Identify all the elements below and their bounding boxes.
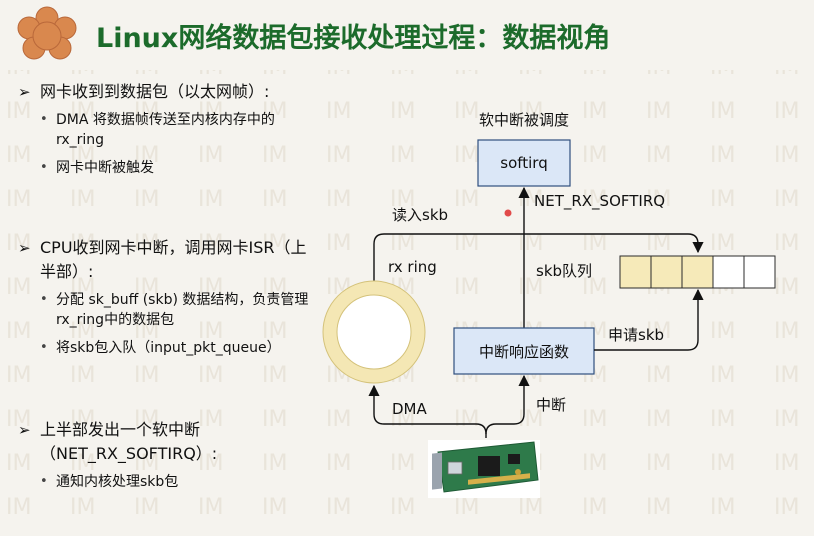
bullet-text: CPU收到网卡中断，调用网卡ISR（上半部）:	[40, 238, 307, 281]
page-title: Linux网络数据包接收处理过程：数据视角	[96, 23, 611, 54]
skb-queue-slot-empty	[712, 255, 745, 289]
interrupt-arrow	[485, 374, 530, 435]
bullet-item: ➢ 上半部发出一个软中断（NET_RX_SOFTIRQ）: 通知内核处理skb包	[18, 418, 318, 500]
bullet-text: 上半部发出一个软中断（NET_RX_SOFTIRQ）:	[40, 420, 218, 463]
sub-bullet: 网卡中断被触发	[40, 158, 318, 178]
flower-logo	[17, 6, 77, 60]
sub-bullet: DMA 将数据帧传送至内核内存中的rx_ring	[40, 110, 318, 150]
softirq-box-label: softirq	[500, 154, 547, 172]
skb-queue-label: skb队列	[536, 262, 592, 280]
dma-arrow	[368, 384, 487, 438]
bullet-triangle-icon: ➢	[18, 421, 31, 439]
net-rx-softirq-label: NET_RX_SOFTIRQ	[534, 192, 665, 211]
sub-bullet: 分配 sk_buff (skb) 数据结构，负责管理rx_ring中的数据包	[40, 290, 318, 330]
skb-queue-slot-empty	[743, 255, 776, 289]
sub-bullet: 将skb包入队（input_pkt_queue）	[40, 338, 318, 358]
skb-queue-slot-filled	[619, 255, 652, 289]
read-skb-label: 读入skb	[392, 206, 448, 224]
rx-ring-circle	[323, 281, 425, 383]
skb-queue-slot-filled	[681, 255, 714, 289]
bullet-text: 网卡收到到数据包（以太网帧）:	[40, 82, 270, 101]
pointer-dot	[504, 209, 512, 217]
skb-queue-slot-filled	[650, 255, 683, 289]
interrupt-handler-label: 中断响应函数	[479, 343, 569, 361]
sub-bullet: 通知内核处理skb包	[40, 472, 318, 492]
softirq-caption: 软中断被调度	[479, 111, 569, 129]
interrupt-label: 中断	[536, 396, 566, 414]
bullet-triangle-icon: ➢	[18, 83, 31, 101]
skb-queue	[619, 255, 776, 289]
bullet-item: ➢ CPU收到网卡中断，调用网卡ISR（上半部）: 分配 sk_buff (sk…	[18, 236, 318, 366]
bullet-item: ➢ 网卡收到到数据包（以太网帧）: DMA 将数据帧传送至内核内存中的rx_ri…	[18, 80, 318, 186]
bullet-triangle-icon: ➢	[18, 239, 31, 257]
rx-ring-label: rx ring	[388, 258, 437, 276]
apply-skb-label: 申请skb	[608, 326, 664, 344]
dma-label: DMA	[392, 400, 427, 418]
network-card-image	[428, 440, 540, 498]
